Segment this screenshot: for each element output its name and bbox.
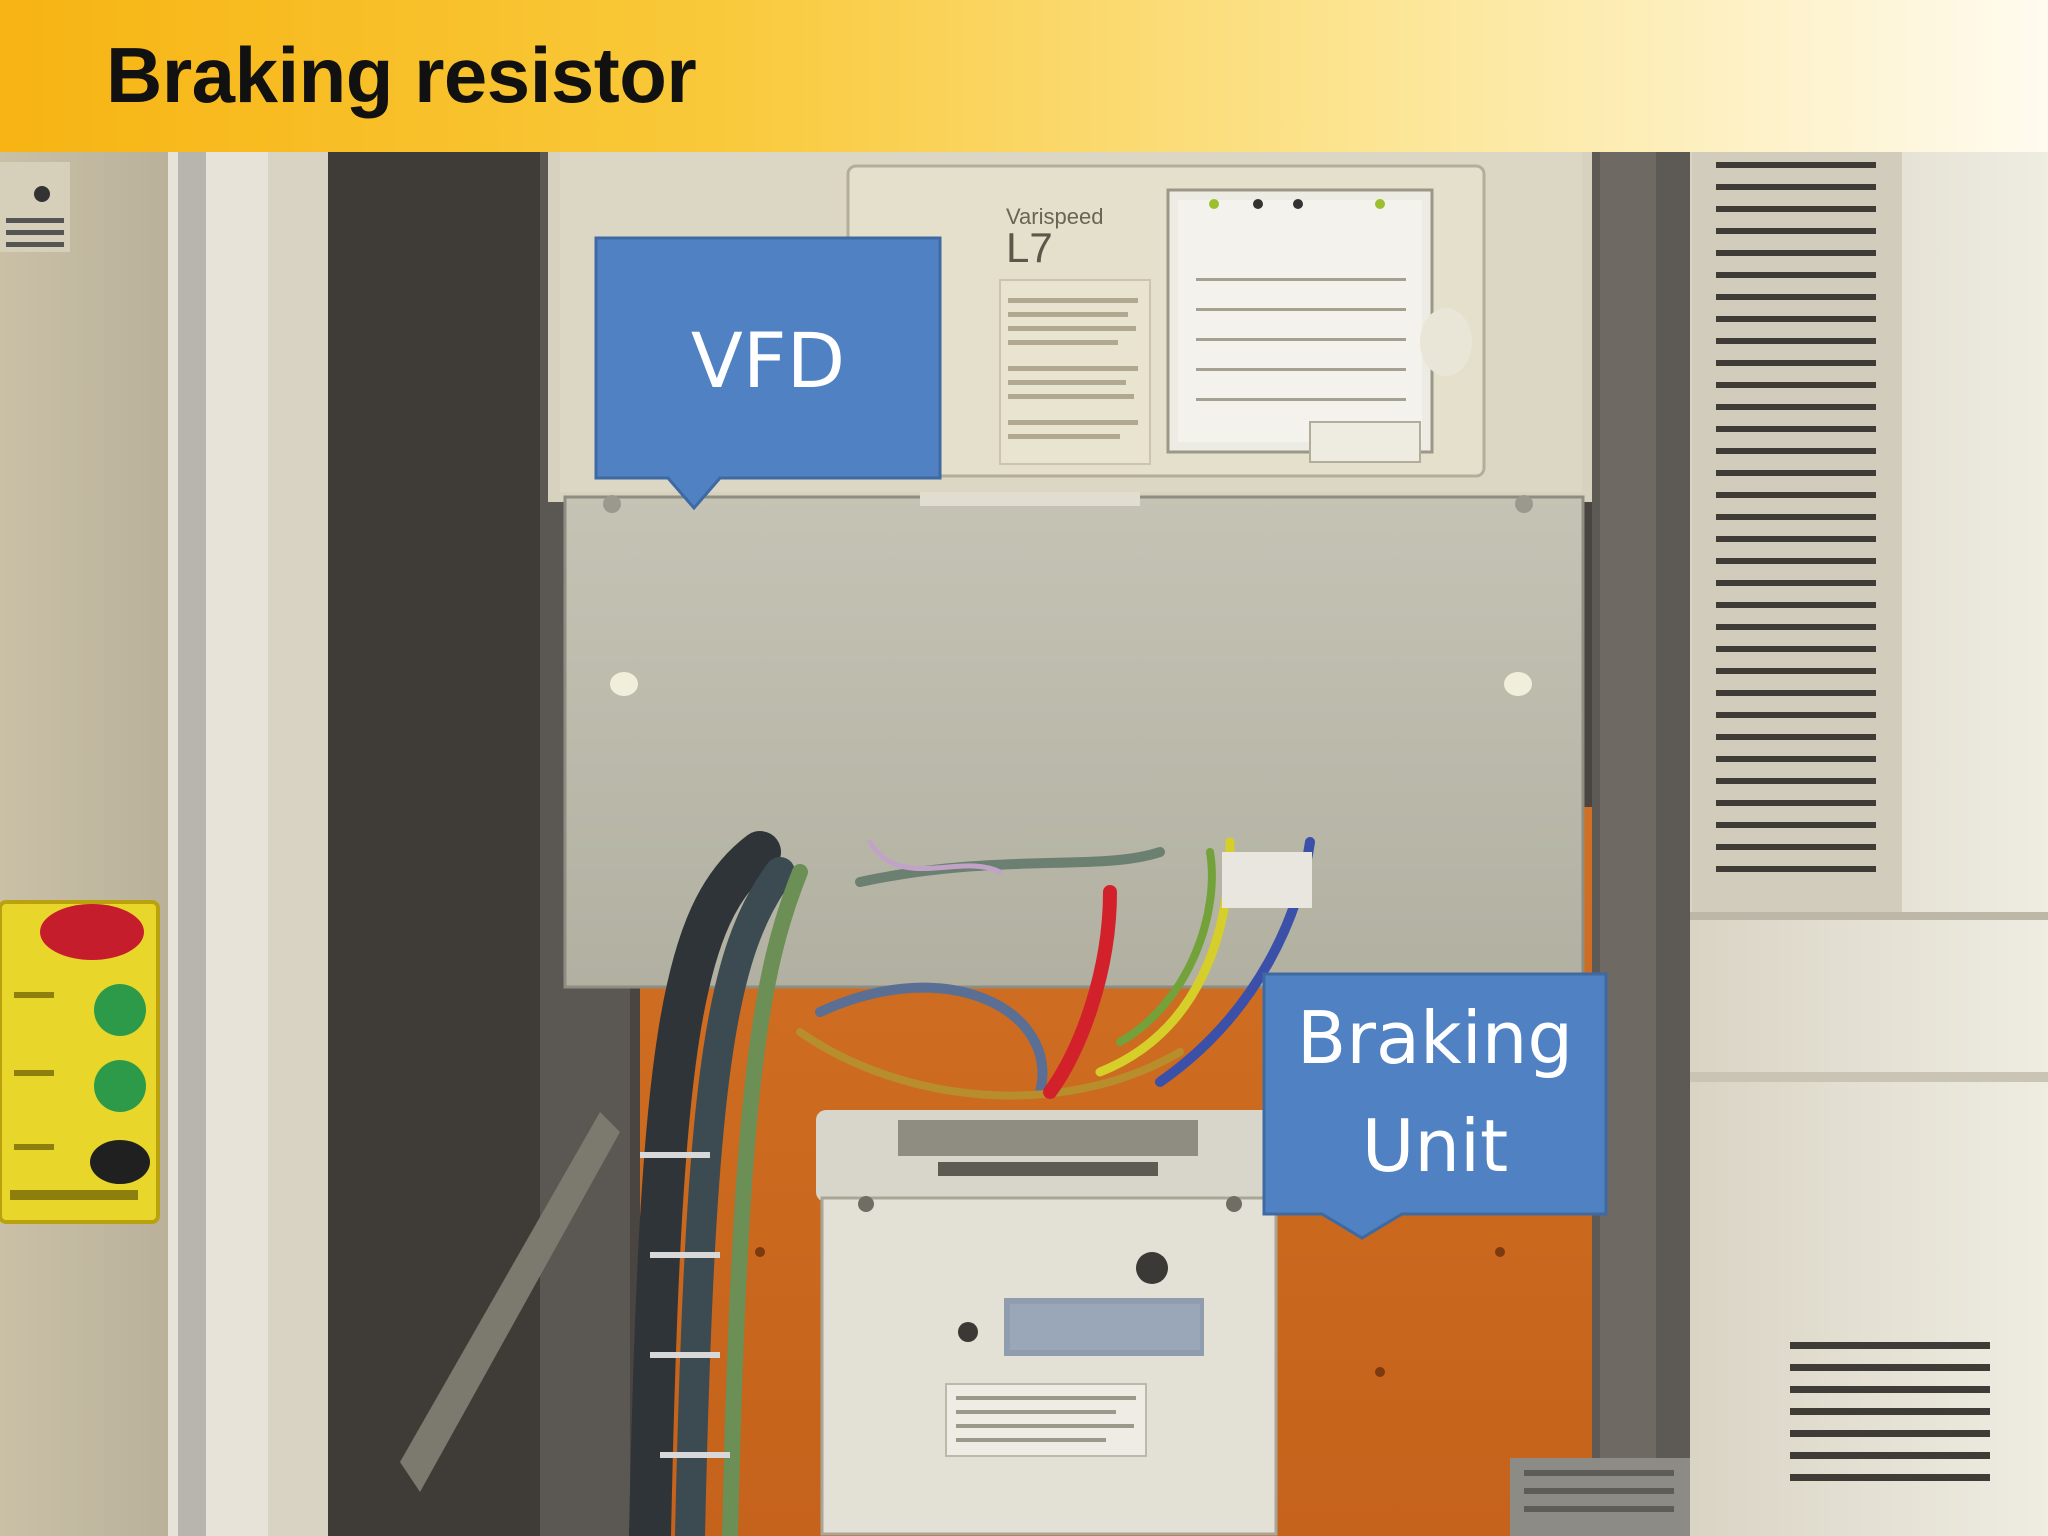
title-bar: Braking resistor	[0, 0, 2048, 152]
braking-unit-callout: Braking Unit	[1262, 972, 1608, 1248]
vfd-callout: VFD	[594, 236, 942, 512]
vfd-callout-shape	[594, 236, 942, 511]
braking-unit-callout-line2: Unit	[1361, 1104, 1509, 1188]
vfd-brand-label: Varispeed	[1006, 204, 1103, 229]
vfd-callout-label: VFD	[690, 316, 846, 405]
slide-title: Braking resistor	[106, 31, 697, 119]
vfd-model-label: L7	[1006, 224, 1053, 271]
cabinet-photo: Varispeed L7	[0, 152, 2048, 1536]
braking-unit-callout-line1: Braking	[1296, 996, 1574, 1080]
braking-unit-callout-shape	[1262, 972, 1608, 1240]
